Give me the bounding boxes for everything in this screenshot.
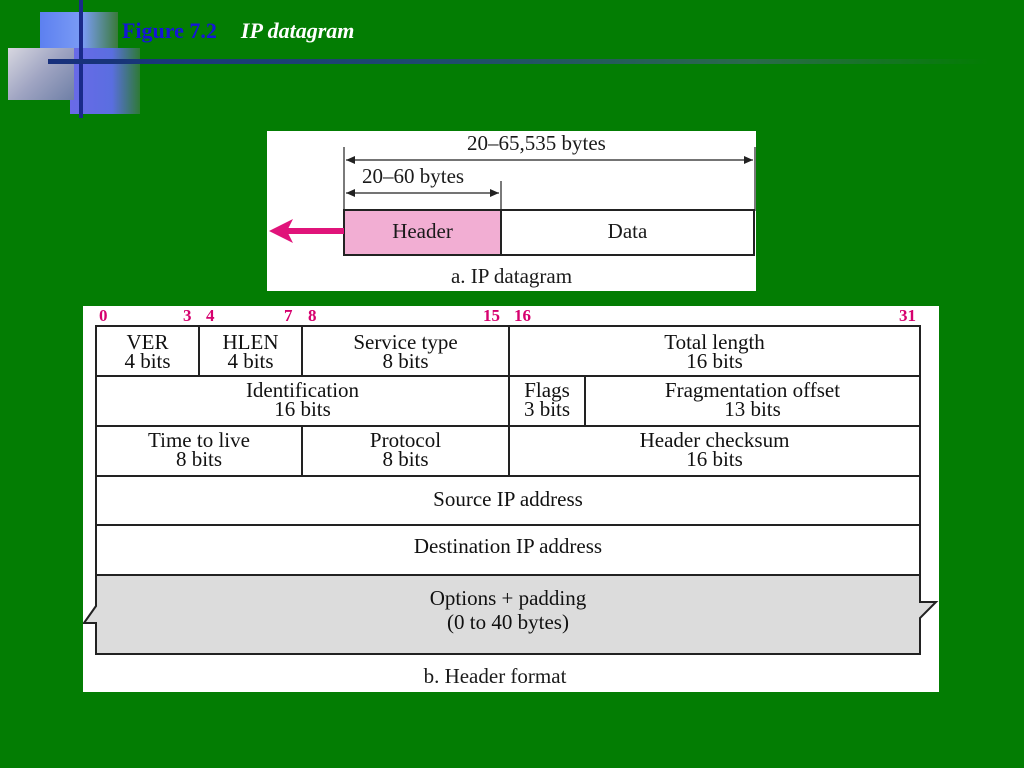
field-size: 13 bits: [724, 397, 781, 421]
field-name: Identification: [245, 378, 360, 402]
header-format-panel: 0 3 4 7 8 15 16 31 VER 4 bits HLEN 4 bit…: [83, 306, 939, 692]
decorative-title-rule: [48, 59, 988, 64]
bit-number: 4: [206, 306, 215, 325]
options-size: (0 to 40 bytes): [447, 610, 569, 634]
field-name: VER: [126, 330, 169, 354]
arrowhead-right-icon: [744, 156, 753, 164]
field-header-checksum: Header checksum 16 bits: [509, 428, 920, 471]
ip-datagram-diagram: [269, 147, 756, 256]
field-name: Service type: [353, 330, 458, 354]
field-name: HLEN: [222, 330, 279, 354]
field-size: 3 bits: [523, 397, 571, 421]
arrowhead-left-icon: [346, 189, 355, 197]
slide-title: Figure 7.2 IP datagram: [122, 18, 354, 44]
bit-number: 16: [514, 306, 531, 325]
datagram-caption: a. IP datagram: [450, 264, 573, 288]
header-format-table: [83, 325, 939, 655]
arrowhead-right-icon: [490, 189, 499, 197]
field-ver: VER 4 bits: [96, 330, 199, 373]
field-name: Header checksum: [639, 428, 790, 452]
field-name: Flags: [524, 378, 570, 402]
field-service-type: Service type 8 bits: [302, 330, 509, 373]
header-label: Header: [392, 219, 453, 243]
field-size: 16 bits: [274, 397, 331, 421]
field-name: Total length: [664, 330, 765, 354]
arrowhead-left-icon: [346, 156, 355, 164]
field-size: 8 bits: [382, 349, 429, 373]
field-name: Time to live: [148, 428, 250, 452]
header-box: [343, 209, 502, 256]
bit-number: 31: [899, 306, 916, 325]
left-arrow-head-icon: [269, 219, 293, 243]
field-source-ip-address: Source IP address: [433, 487, 583, 511]
field-time-to-live: Time to live 8 bits: [96, 428, 302, 471]
field-identification: Identification 16 bits: [96, 378, 509, 421]
data-box: [500, 209, 755, 256]
bit-number: 15: [483, 306, 500, 325]
header-format-caption: b. Header format: [423, 664, 567, 688]
header-length-label: 20–60 bytes: [362, 164, 465, 188]
field-name: Protocol: [369, 428, 442, 452]
field-size: 8 bits: [382, 447, 429, 471]
data-label: Data: [607, 219, 648, 243]
bit-number: 0: [99, 306, 108, 325]
total-length-label: 20–65,535 bytes: [467, 131, 606, 155]
options-padding-box: [83, 574, 939, 655]
field-protocol: Protocol 8 bits: [302, 428, 509, 471]
figure-number: Figure 7.2: [122, 18, 217, 43]
field-destination-ip-address: Destination IP address: [413, 534, 603, 558]
bit-number: 7: [284, 306, 293, 325]
decorative-square-grey: [8, 48, 74, 100]
field-flags: Flags 3 bits: [509, 378, 585, 421]
field-fragmentation-offset: Fragmentation offset 13 bits: [585, 378, 920, 421]
field-hlen: HLEN 4 bits: [199, 330, 302, 373]
ip-datagram-panel: 20–65,535 bytes 20–60 bytes Header Data …: [267, 131, 756, 291]
field-name: Fragmentation offset: [664, 378, 841, 402]
figure-caption: IP datagram: [240, 18, 355, 43]
field-size: 4 bits: [124, 349, 171, 373]
field-size: 4 bits: [227, 349, 274, 373]
options-label: Options + padding: [429, 586, 587, 610]
field-options-padding: Options + padding (0 to 40 bytes): [96, 586, 920, 634]
field-size: 8 bits: [175, 447, 223, 471]
bit-number: 8: [308, 306, 317, 325]
field-size: 16 bits: [686, 349, 743, 373]
field-size: 16 bits: [686, 447, 743, 471]
bit-number: 3: [183, 306, 192, 325]
field-total-length: Total length 16 bits: [509, 330, 920, 373]
